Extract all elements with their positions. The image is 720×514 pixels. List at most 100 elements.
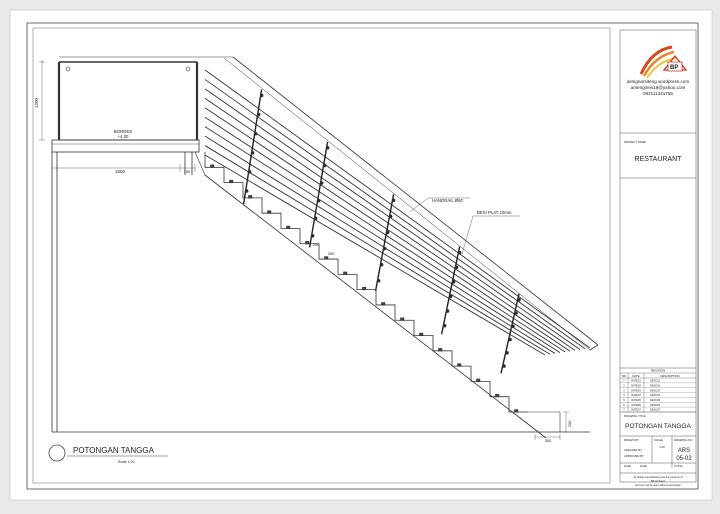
tread-plate: [419, 332, 424, 337]
date-value: DATE: [640, 464, 647, 468]
handrail-post: [440, 246, 461, 335]
drawing-frame: [32, 27, 611, 484]
phone-text: 082111341755: [643, 91, 673, 96]
revision-cell: 7: [623, 408, 625, 412]
tread-plate: [229, 179, 234, 184]
website-text: designarsiteng.wordpress.com: [627, 79, 689, 84]
revision-col-date: DATE: [632, 374, 639, 378]
rail-connector: [457, 250, 462, 255]
dim-landing-edge: 150: [184, 169, 191, 174]
tread-plate: [248, 195, 253, 199]
revision-cell: 4: [623, 393, 625, 397]
rail-connector: [244, 189, 249, 193]
revision-cell: 6: [623, 403, 625, 407]
rail-connector: [448, 294, 453, 299]
dim-bottom-riser: 200: [567, 420, 572, 427]
railing-bar: [204, 97, 576, 351]
revision-cell: DATE06: [631, 403, 641, 407]
rail-connector: [379, 262, 384, 267]
rail-connector: [445, 309, 450, 313]
revision-cell: DESC04: [650, 393, 661, 397]
label-handrail: HANDRAIL Ø60: [432, 198, 463, 203]
railing-bar: [204, 126, 561, 354]
drawing-title-label: DRAWING TITLE: [624, 414, 646, 418]
railing-bar: [204, 154, 546, 356]
revision-cell: DATE02: [631, 383, 641, 387]
tread-plate: [343, 271, 348, 275]
email-text: arsengines18@yahoo.com: [631, 85, 686, 90]
tread-plate: [381, 302, 386, 306]
stair-steps: [204, 152, 528, 413]
project-name-label: PROJECT NAME: [624, 140, 646, 144]
revision-cell: DESC05: [650, 398, 661, 402]
revision-cell: DATE03: [631, 388, 641, 392]
project-name: RESTAURANT: [635, 156, 683, 163]
rail-connector: [508, 337, 512, 342]
revision-cell: 3: [623, 388, 625, 392]
rail-connector: [382, 246, 387, 251]
approved-by-label: APPROVED BY: [624, 454, 644, 458]
rail-connector: [247, 170, 252, 174]
total-label: TOTAL: [674, 464, 683, 468]
handrail-post: [374, 194, 395, 291]
handrail-top: [232, 56, 599, 346]
rail-connector: [250, 150, 255, 155]
tread-plate: [286, 225, 291, 229]
rail-connector: [319, 181, 324, 185]
rail-connector: [442, 323, 447, 328]
tread-plate: [305, 241, 310, 245]
revision-cell: 2: [623, 383, 625, 387]
revision-header: REVISION: [651, 369, 665, 373]
drawn-by-label: DRAWN BY: [624, 438, 639, 442]
drawing-title: POTONGAN TANGGA: [625, 423, 691, 430]
date-label: DATE: [624, 464, 631, 468]
label-besi-plat: BESI PLAT 10mm: [477, 210, 512, 215]
rail-connector: [376, 278, 381, 283]
railing-bar: [204, 88, 581, 350]
label-bordes-level: +4.00: [118, 134, 129, 139]
scale-value: 1:20: [659, 445, 665, 449]
checked-by-label: CHECKED BY: [624, 448, 642, 452]
revision-cell: 1: [623, 379, 625, 383]
revision-cell: DATE07: [631, 408, 641, 412]
rail-connector: [388, 214, 393, 219]
drawing-no-label: DRAWING NO: [674, 438, 693, 442]
railing-bar: [204, 79, 586, 350]
drawing-title-text: POTONGAN TANGGA: [73, 446, 155, 455]
rail-connector: [514, 311, 518, 315]
stair-section: [51, 56, 599, 439]
tread-plate: [495, 394, 500, 398]
note-line-3: and can not be used without permission: [635, 483, 681, 487]
drawing-no-1: ARS: [678, 448, 690, 454]
revision-col-desc: DESCRIPTION: [660, 374, 679, 378]
rail-connector: [322, 163, 327, 168]
revision-cell: DESC06: [650, 403, 661, 407]
rail-connector: [325, 146, 330, 150]
rail-connector: [511, 324, 515, 329]
label-bordes: BORDES: [114, 129, 132, 134]
rail-connector: [256, 112, 261, 117]
tread-plate: [324, 256, 329, 260]
revision-col-no: NO: [622, 374, 627, 378]
rail-connector: [454, 265, 459, 270]
tread-plate: [514, 409, 519, 413]
rail-connector: [502, 364, 506, 368]
revision-cell: DESC03: [650, 388, 661, 392]
drawing-scale-text: Scale 1:20: [118, 460, 135, 464]
rail-connector: [385, 230, 390, 235]
rail-connector: [451, 280, 456, 284]
tread-plate: [400, 317, 405, 321]
handrail-post: [500, 293, 520, 374]
railing-bar: [204, 116, 566, 353]
rail-connector: [391, 198, 396, 203]
rail-connector: [313, 216, 318, 221]
svg-text:BP: BP: [670, 65, 678, 71]
rail-connector: [316, 198, 321, 203]
railing-bar: [204, 145, 551, 355]
revision-cell: DATE05: [631, 398, 641, 402]
revision-cell: DATE04: [631, 393, 641, 397]
handrail-post: [242, 89, 263, 205]
